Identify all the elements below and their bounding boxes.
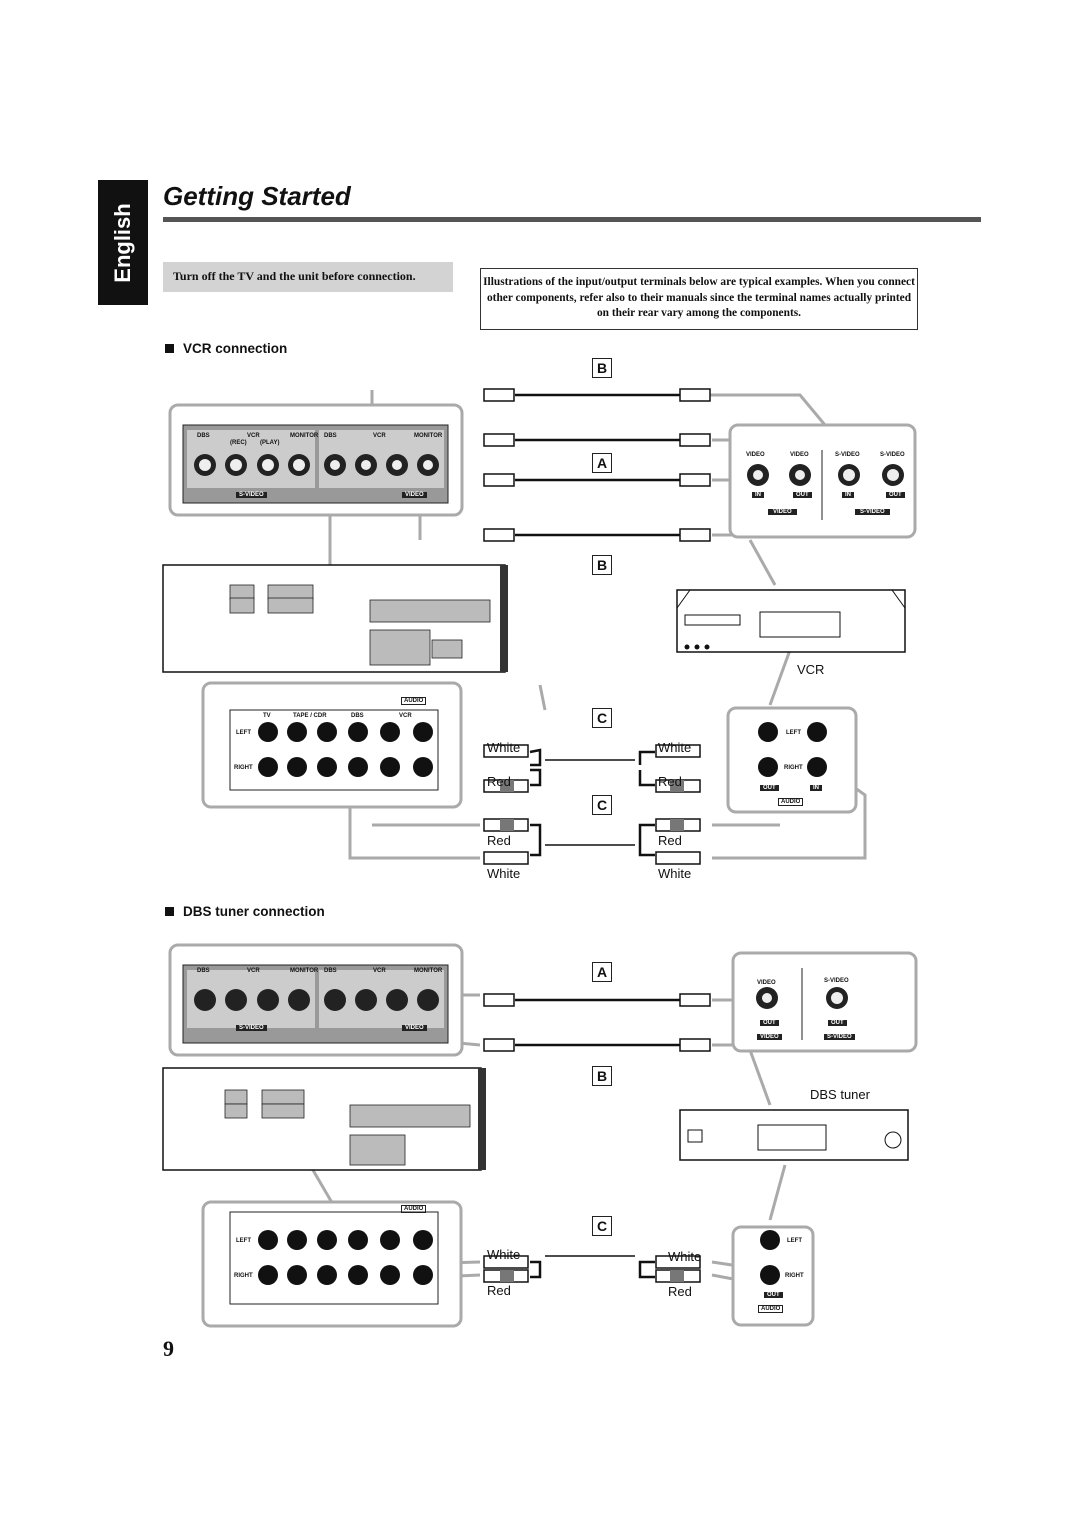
power-off-notice: Turn off the TV and the unit before conn… (163, 262, 453, 292)
dbs-audio-label-left: LEFT (236, 1238, 251, 1244)
dbs-device-label-svideo: S-VIDEO (824, 978, 849, 984)
terminal-label-svideo: S-VIDEO (236, 492, 267, 498)
terminal-label-monitor: MONITOR (290, 433, 319, 439)
page-number: 9 (163, 1336, 174, 1361)
dbs-device-audio-left: LEFT (787, 1238, 802, 1244)
device-label-out-2: OUT (886, 492, 905, 498)
dbs-terminal-label-vcr: VCR (247, 968, 260, 974)
terminal-note: Illustrations of the input/output termin… (480, 268, 918, 330)
dbs-terminal-label-vcr-2: VCR (373, 968, 386, 974)
dbs-device-audio-out: OUT (764, 1292, 783, 1298)
cable-color-white-3: White (487, 866, 521, 881)
audio-label-left: LEFT (236, 730, 251, 736)
cable-color-red-5: Red (487, 1283, 511, 1298)
cable-color-white-6: White (668, 1249, 702, 1264)
cable-letter-a-3: A (592, 962, 612, 982)
dbs-terminal-label-monitor-2: MONITOR (414, 968, 443, 974)
cable-color-red-4: Red (658, 833, 682, 848)
page-title: Getting Started (163, 181, 351, 211)
device-label-in-2: IN (842, 492, 854, 498)
title-rule (163, 217, 981, 222)
terminal-label-monitor-2: MONITOR (414, 433, 443, 439)
audio-label-tv: TV (263, 713, 271, 719)
device-audio-label-left: LEFT (786, 730, 801, 736)
dbs-device-audio-right: RIGHT (785, 1273, 804, 1279)
cable-color-white: White (487, 740, 521, 755)
terminal-label-video: VIDEO (402, 492, 427, 498)
audio-label-tape: TAPE / CDR (293, 713, 327, 719)
cable-color-red-6: Red (668, 1284, 692, 1299)
cable-letter-a: A (592, 453, 612, 473)
terminal-label-play: (PLAY) (260, 440, 280, 446)
device-audio-label: AUDIO (778, 798, 804, 806)
device-name-dbs: DBS tuner (810, 1087, 870, 1102)
cable-color-white-4: White (658, 866, 692, 881)
device-label-video-band: VIDEO (768, 509, 797, 515)
cable-color-red-2: Red (658, 774, 682, 789)
dbs-terminal-label-dbs: DBS (197, 968, 210, 974)
cable-color-white-5: White (487, 1247, 521, 1262)
dbs-terminal-label-monitor: MONITOR (290, 968, 319, 974)
dbs-audio-label-right: RIGHT (234, 1273, 253, 1279)
dbs-device-label-video: VIDEO (757, 980, 776, 986)
cable-letter-b-2: B (592, 555, 612, 575)
dbs-device-label-out-2: OUT (828, 1020, 847, 1026)
device-label-out: OUT (793, 492, 812, 498)
device-name-vcr: VCR (797, 662, 825, 677)
terminal-label-vcr-2: VCR (373, 433, 386, 439)
terminal-label-dbs-2: DBS (324, 433, 337, 439)
cable-color-red: Red (487, 774, 511, 789)
dbs-terminal-label-svideo: S-VIDEO (236, 1025, 267, 1031)
language-tab: English (98, 180, 148, 305)
terminal-label-vcr: VCR (247, 433, 260, 439)
terminal-label-rec: (REC) (230, 440, 247, 446)
dbs-device-label-video-band: VIDEO (757, 1034, 782, 1040)
cable-letter-c-2: C (592, 795, 612, 815)
cable-letter-c: C (592, 708, 612, 728)
audio-label: AUDIO (401, 697, 427, 705)
dbs-device-label-out: OUT (760, 1020, 779, 1026)
device-audio-label-right: RIGHT (784, 765, 803, 771)
cable-color-white-2: White (658, 740, 692, 755)
dbs-terminal-label-video: VIDEO (402, 1025, 427, 1031)
device-label-svideo-2: S-VIDEO (880, 452, 905, 458)
dbs-device-label-svideo-band: S-VIDEO (824, 1034, 855, 1040)
cable-letter-b: B (592, 358, 612, 378)
device-label-in: IN (752, 492, 764, 498)
device-audio-label-in: IN (810, 785, 822, 791)
audio-label-right: RIGHT (234, 765, 253, 771)
dbs-audio-label: AUDIO (401, 1205, 427, 1213)
device-label-video-2: VIDEO (790, 452, 809, 458)
dbs-section-heading: DBS tuner connection (165, 904, 325, 919)
dbs-device-audio-label: AUDIO (758, 1305, 784, 1313)
cable-letter-b-3: B (592, 1066, 612, 1086)
audio-label-vcr: VCR (399, 713, 412, 719)
device-audio-label-out: OUT (760, 785, 779, 791)
terminal-label-dbs: DBS (197, 433, 210, 439)
device-label-svideo-band: S-VIDEO (855, 509, 890, 515)
cable-color-red-3: Red (487, 833, 511, 848)
dbs-terminal-label-dbs-2: DBS (324, 968, 337, 974)
vcr-section-heading: VCR connection (165, 341, 287, 356)
device-label-svideo: S-VIDEO (835, 452, 860, 458)
audio-label-dbs: DBS (351, 713, 364, 719)
cable-letter-c-3: C (592, 1216, 612, 1236)
device-label-video: VIDEO (746, 452, 765, 458)
